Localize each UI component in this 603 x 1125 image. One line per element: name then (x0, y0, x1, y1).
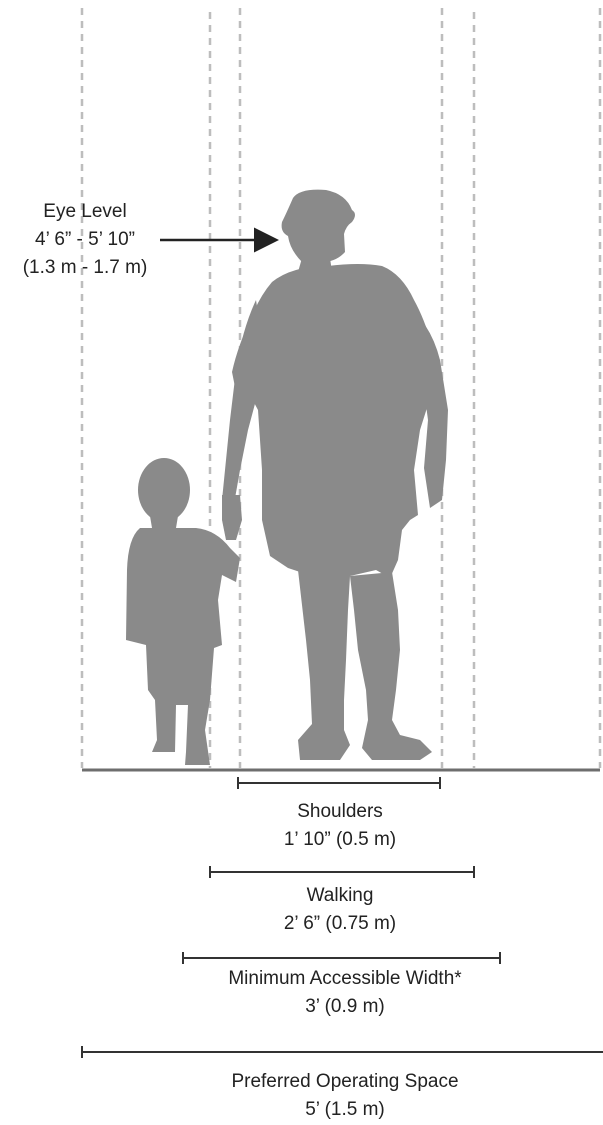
minimum-width-title: Minimum Accessible Width* (228, 968, 462, 989)
shoulders-title: Shoulders (297, 801, 383, 822)
dimension-preferred (81, 1046, 603, 1058)
shoulders-label: Shoulders 1’ 10” (0.5 m) (180, 798, 500, 854)
preferred-space-value: 5’ (1.5 m) (305, 1099, 385, 1120)
eye-level-title: Eye Level (43, 201, 127, 222)
walking-label: Walking 2’ 6” (0.75 m) (180, 882, 500, 938)
adult-silhouette (222, 189, 448, 760)
dimension-walking (209, 866, 475, 878)
walking-value: 2’ 6” (0.75 m) (283, 913, 397, 934)
dimension-shoulders (237, 777, 441, 789)
eye-level-label: Eye Level 4’ 6” - 5’ 10” (1.3 m - 1.7 m) (0, 198, 170, 282)
dimension-minimum (182, 952, 501, 964)
child-silhouette (126, 458, 240, 765)
walking-title: Walking (306, 885, 374, 906)
minimum-width-value: 3’ (0.9 m) (305, 996, 385, 1017)
preferred-space-title: Preferred Operating Space (231, 1071, 459, 1092)
eye-level-imperial: 4’ 6” - 5’ 10” (35, 229, 135, 250)
minimum-width-label: Minimum Accessible Width* 3’ (0.9 m) (160, 965, 530, 1021)
preferred-space-label: Preferred Operating Space 5’ (1.5 m) (160, 1068, 530, 1124)
eye-level-metric: (1.3 m - 1.7 m) (22, 257, 148, 278)
shoulders-value: 1’ 10” (0.5 m) (283, 829, 397, 850)
